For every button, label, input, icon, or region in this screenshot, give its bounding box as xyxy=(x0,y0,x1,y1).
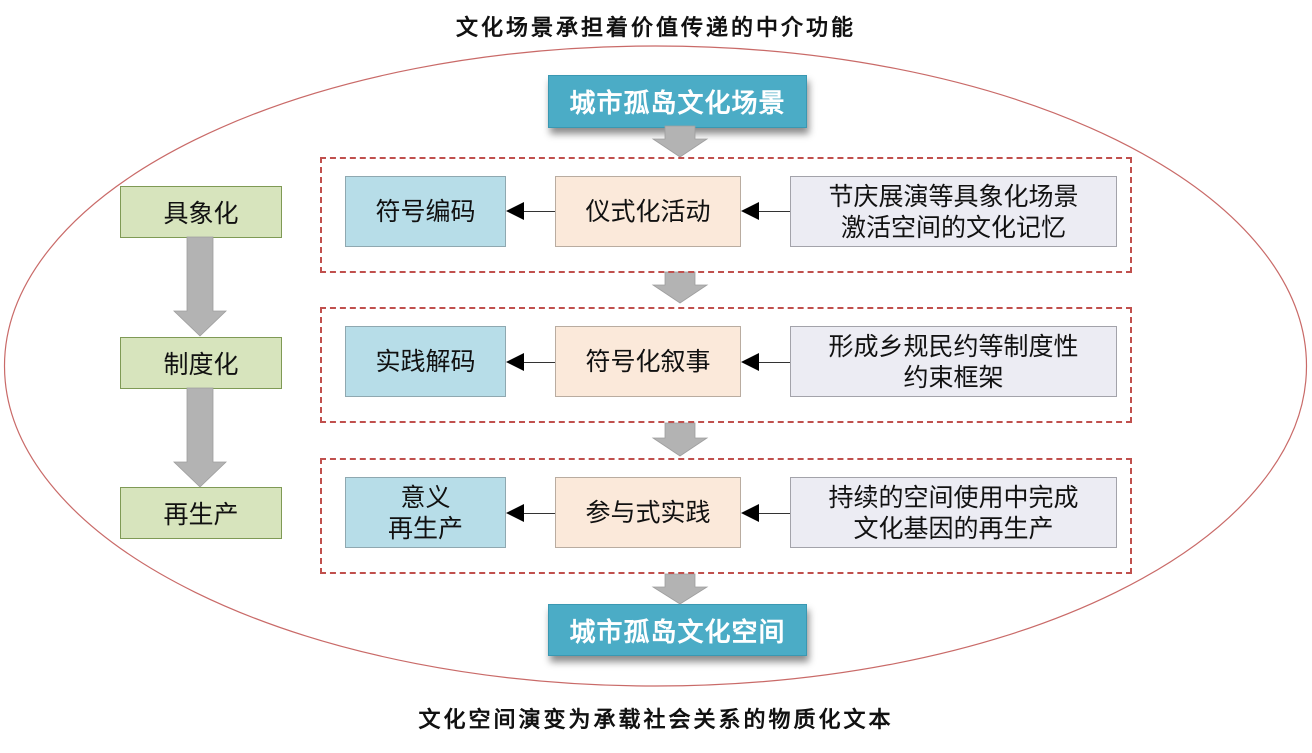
stage-group-1 xyxy=(320,157,1132,273)
down-arrow-icon xyxy=(651,271,709,304)
stage-label-1: 具象化 xyxy=(120,186,282,238)
process-box-2: 符号化叙事 xyxy=(555,326,741,397)
stage-label-2: 制度化 xyxy=(120,337,282,389)
connector-line xyxy=(524,513,555,514)
description-box-3: 持续的空间使用中完成 文化基因的再生产 xyxy=(790,477,1117,548)
result-box-3: 意义 再生产 xyxy=(345,477,506,548)
arrow-left-icon xyxy=(741,353,759,371)
connector-line xyxy=(759,362,790,363)
arrow-left-icon xyxy=(741,202,759,220)
process-box-3: 参与式实践 xyxy=(555,477,741,548)
top-caption: 文化场景承担着价值传递的中介功能 xyxy=(455,15,856,41)
start-node: 城市孤岛文化场景 xyxy=(548,75,807,128)
connector-line xyxy=(524,211,555,212)
description-box-1: 节庆展演等具象化场景 激活空间的文化记忆 xyxy=(790,176,1117,247)
stage-down-arrow-icon xyxy=(173,387,227,488)
arrow-left-icon xyxy=(506,202,524,220)
stage-down-arrow-icon xyxy=(173,236,227,337)
arrow-left-icon xyxy=(741,504,759,522)
bottom-caption: 文化空间演变为承载社会关系的物质化文本 xyxy=(418,707,894,733)
description-box-2: 形成乡规民约等制度性 约束框架 xyxy=(790,326,1117,397)
process-box-1: 仪式化活动 xyxy=(555,176,741,247)
connector-line xyxy=(524,362,555,363)
result-box-2: 实践解码 xyxy=(345,326,506,397)
down-arrow-icon xyxy=(651,125,709,158)
stage-group-2 xyxy=(320,307,1132,423)
down-arrow-icon xyxy=(651,422,709,457)
connector-line xyxy=(759,513,790,514)
connector-line xyxy=(759,211,790,212)
arrow-left-icon xyxy=(506,504,524,522)
stage-group-3 xyxy=(320,458,1132,574)
down-arrow-icon xyxy=(651,573,709,605)
arrow-left-icon xyxy=(506,353,524,371)
stage-label-3: 再生产 xyxy=(120,487,282,539)
end-node: 城市孤岛文化空间 xyxy=(548,604,807,656)
result-box-1: 符号编码 xyxy=(345,176,506,247)
